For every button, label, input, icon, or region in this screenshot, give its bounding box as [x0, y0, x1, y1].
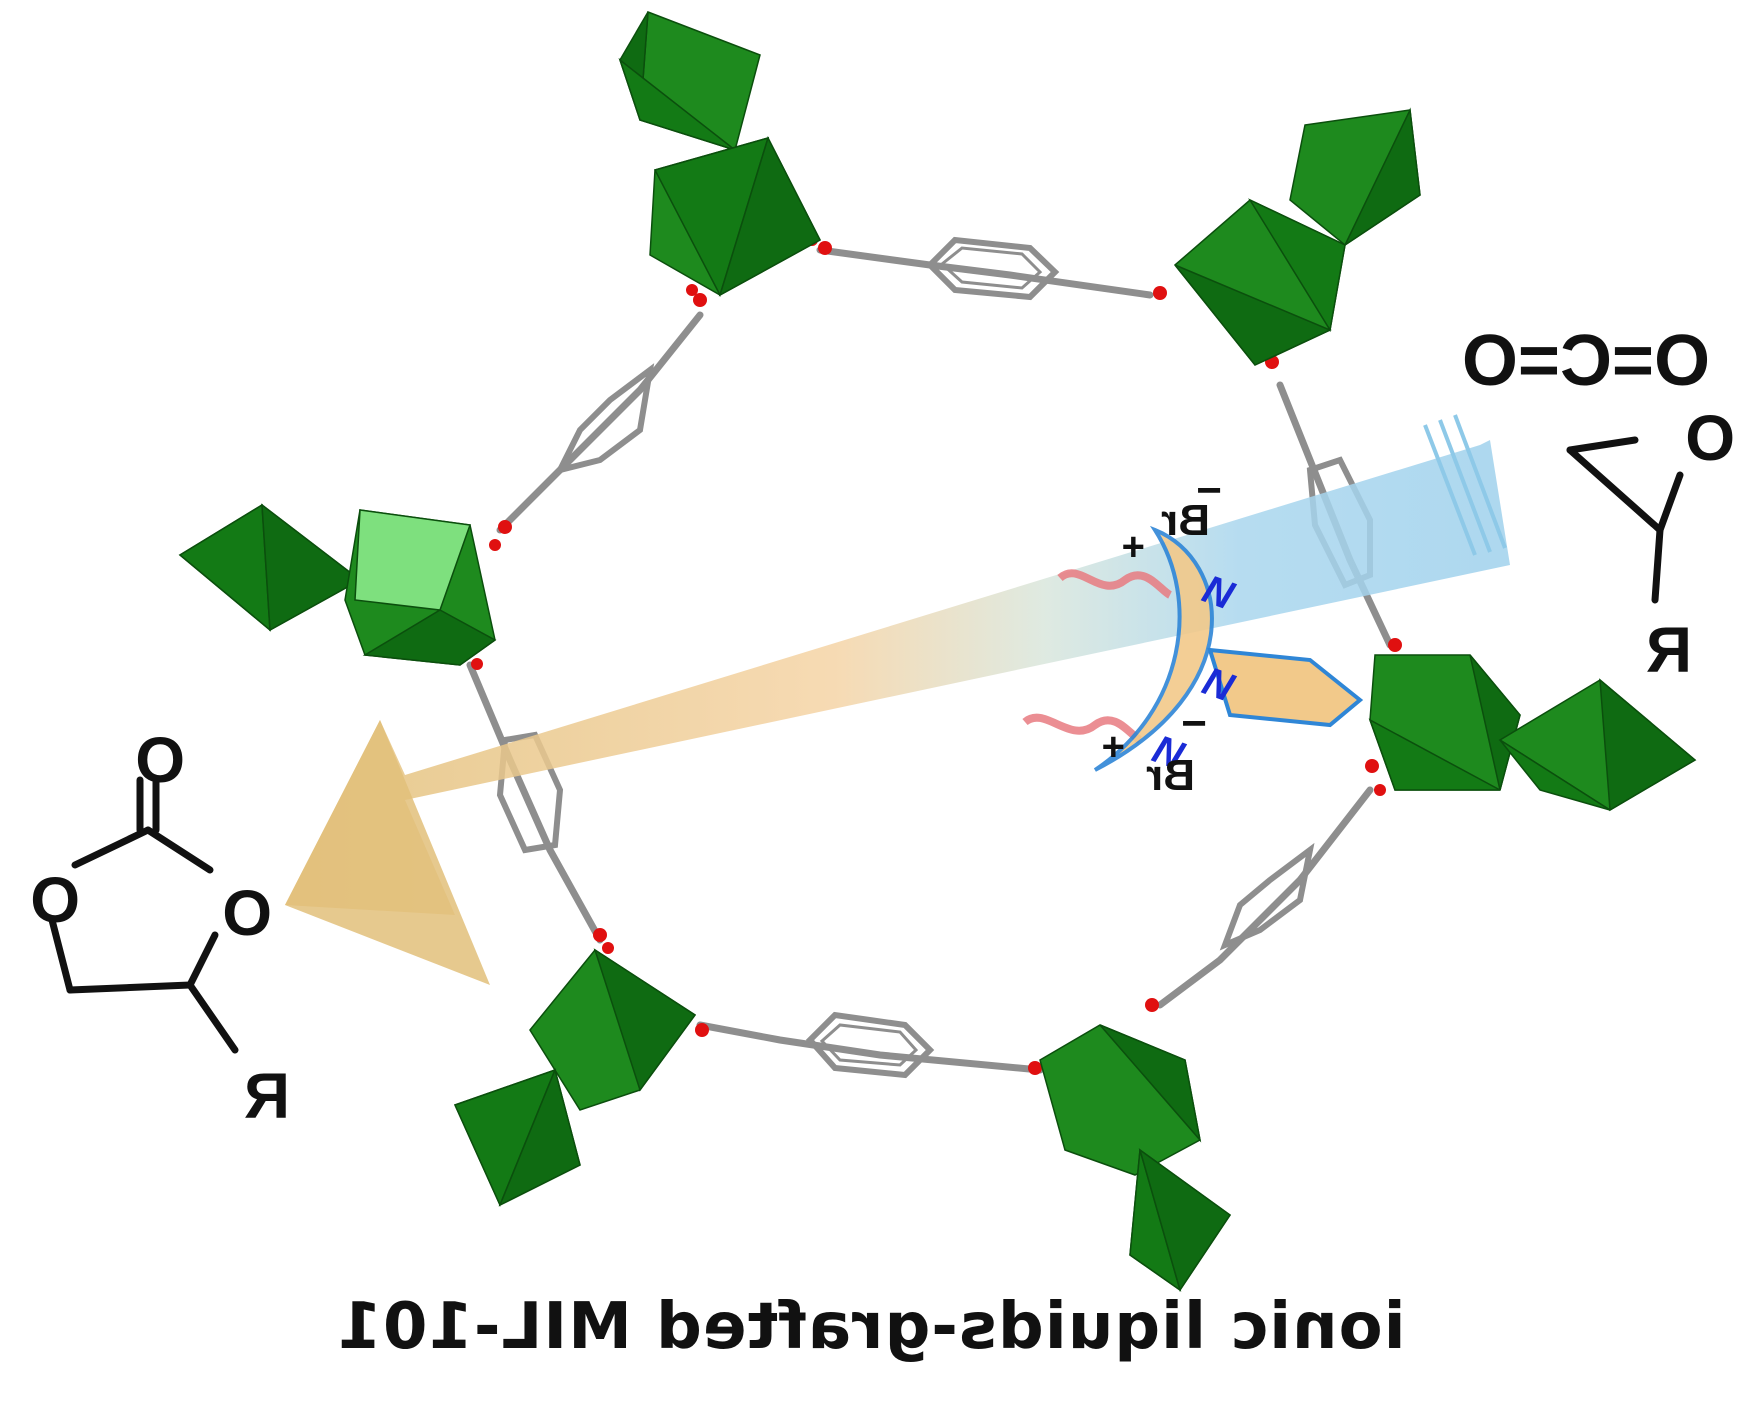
reactants: O=C=O O R [1462, 321, 1735, 686]
epoxide-r-group: R [1646, 614, 1692, 686]
octahedron-left-inner [344, 509, 497, 666]
octahedron-bottom-right-outer [1129, 1148, 1232, 1292]
co2-formula: O=C=O [1462, 321, 1710, 401]
anion-charge-top: − [1196, 466, 1222, 515]
epoxide-structure [1566, 436, 1684, 604]
octahedron-top-left-upper [618, 10, 761, 151]
octahedron-lower-left-inner [529, 948, 697, 1111]
phenyl-tether [1207, 647, 1364, 728]
linker-lower-right [1156, 786, 1374, 1009]
anion-label-bottom: Br [1146, 751, 1195, 800]
arrow-tail-lines [1423, 414, 1507, 556]
cation-charge-bottom: + [1102, 725, 1125, 769]
octahedron-top-right-lower [1173, 198, 1346, 366]
figure-caption: ionic liquids-grafted MIL-101 [336, 1290, 1406, 1364]
anion-label-top: Br [1161, 496, 1210, 545]
linker-upper-left [496, 311, 704, 534]
octahedron-top-right-upper [1289, 107, 1421, 248]
cyclic-carbonate-product: O O O R [30, 724, 290, 1132]
anion-charge-bottom: − [1181, 699, 1207, 748]
ring-oxygen-left: O [30, 864, 80, 936]
octahedron-right-outer [1498, 678, 1697, 812]
epoxide-oxygen: O [1685, 402, 1735, 474]
alkyl-chain-top [1057, 569, 1173, 599]
imidazolium-crescent [1093, 525, 1214, 772]
octahedron-left-outer [178, 503, 362, 632]
carbonyl-oxygen: O [135, 724, 185, 796]
cation-charge-top: + [1122, 525, 1145, 569]
octahedron-top-left-lower [649, 136, 821, 297]
reaction-arrow [285, 414, 1510, 985]
linker-bottom [696, 1011, 1044, 1079]
product-r-group: R [244, 1060, 290, 1132]
ring-oxygen-right: O [222, 877, 272, 949]
octahedron-bottom-right-inner [1039, 1024, 1202, 1176]
octahedron-right-inner [1368, 654, 1521, 791]
carbonate-ring-structure [48, 776, 239, 1054]
alkyl-chain-bottom [1022, 713, 1143, 744]
linker-left [466, 661, 604, 944]
chromium-octahedra [178, 10, 1697, 1292]
linker-top [816, 236, 1154, 301]
octahedron-lower-left-outer [453, 1067, 581, 1207]
imidazolium-ionic-liquid: N N N + Br − + Br − [1022, 466, 1364, 800]
